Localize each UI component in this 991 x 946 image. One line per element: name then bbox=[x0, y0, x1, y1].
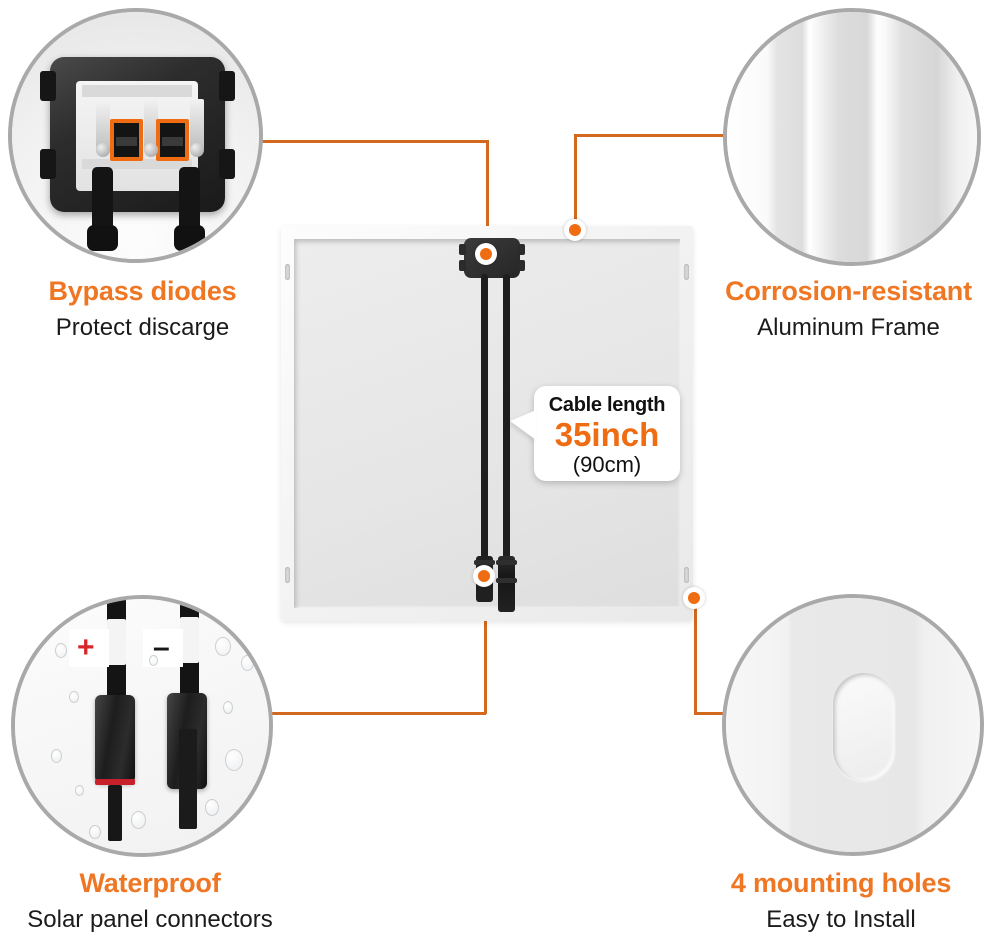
mc4-ring bbox=[474, 560, 495, 565]
junction-box-tab bbox=[518, 244, 525, 255]
callout-tail bbox=[510, 410, 536, 440]
mounting-hole-slot bbox=[833, 673, 895, 781]
water-droplet bbox=[55, 643, 67, 658]
feature-title: 4 mounting holes bbox=[730, 868, 952, 898]
water-droplet bbox=[75, 785, 84, 796]
mc4-connectors-photo: + – bbox=[15, 599, 269, 853]
water-droplet bbox=[51, 749, 62, 763]
connector-line-mounting-vertical bbox=[694, 598, 697, 714]
polarity-negative-label: – bbox=[153, 631, 170, 664]
water-droplet bbox=[215, 637, 231, 656]
connector-line-bypass-horizontal bbox=[90, 140, 488, 143]
connector-line-waterproof-vertical bbox=[484, 576, 487, 714]
polarity-backdrop-positive bbox=[69, 629, 109, 667]
marker-junction-box bbox=[475, 243, 497, 265]
junction-box-clip bbox=[40, 149, 56, 179]
junction-box-clip bbox=[219, 71, 235, 101]
water-droplet bbox=[223, 701, 233, 714]
terminal-screw-2 bbox=[144, 143, 158, 157]
mounting-hole-photo bbox=[726, 598, 980, 852]
cable-length-callout: Cable length 35inch (90cm) bbox=[510, 386, 680, 481]
cable-sleeve-negative bbox=[180, 617, 199, 663]
feature-subtitle: Aluminum Frame bbox=[757, 313, 940, 341]
bypass-diode-2 bbox=[156, 119, 189, 161]
feature-title: Waterproof bbox=[79, 868, 221, 898]
water-droplet bbox=[89, 825, 101, 839]
feature-image-mounting-holes bbox=[722, 594, 984, 856]
junction-box-clip bbox=[40, 71, 56, 101]
polarity-positive-label: + bbox=[77, 631, 95, 664]
mc4-connector-female bbox=[95, 695, 135, 783]
busbar bbox=[82, 159, 192, 169]
mounting-slot-top-right bbox=[684, 264, 689, 280]
terminal-clip-2 bbox=[144, 99, 158, 151]
water-droplet bbox=[149, 655, 158, 666]
junction-box-tab bbox=[459, 244, 466, 255]
panel-mc4-connector-male bbox=[496, 556, 517, 612]
mounting-slot-bottom-right bbox=[684, 567, 689, 583]
mc4-tip-negative bbox=[179, 729, 197, 829]
junction-box-housing bbox=[40, 57, 235, 251]
feature-label-waterproof: Waterproof Solar panel connectors bbox=[0, 868, 300, 935]
panel-junction-box bbox=[459, 238, 525, 278]
water-droplet bbox=[241, 655, 254, 671]
mc4-ring bbox=[496, 560, 517, 565]
feature-label-bypass-diodes: Bypass diodes Protect discarge bbox=[0, 276, 285, 343]
junction-box-tab bbox=[518, 260, 525, 271]
terminal-screw-3 bbox=[190, 143, 204, 157]
feature-subtitle: Protect discarge bbox=[55, 313, 230, 341]
feature-image-bypass-diodes bbox=[8, 8, 263, 263]
feature-subtitle: Easy to Install bbox=[766, 905, 916, 933]
mc4-ring bbox=[496, 578, 517, 583]
busbar bbox=[82, 85, 192, 97]
cable-sleeve-positive bbox=[107, 619, 126, 665]
junction-box-clip bbox=[219, 149, 235, 179]
water-droplet bbox=[69, 691, 79, 703]
water-droplet bbox=[225, 749, 243, 771]
mounting-slot-top-left bbox=[285, 264, 290, 280]
marker-aluminum-frame bbox=[564, 219, 586, 241]
feature-title: Bypass diodes bbox=[48, 276, 237, 306]
aluminum-frame-photo bbox=[727, 12, 977, 262]
panel-cable-positive bbox=[481, 274, 488, 564]
terminal-clip-1 bbox=[96, 101, 110, 153]
connector-line-frame-vertical bbox=[574, 134, 577, 230]
bypass-diode-1 bbox=[110, 119, 143, 161]
mc4-tip-positive bbox=[108, 785, 122, 841]
feature-subtitle: Solar panel connectors bbox=[27, 905, 273, 933]
marker-connector bbox=[473, 565, 495, 587]
water-droplet bbox=[131, 811, 146, 829]
callout-line-3: (90cm) bbox=[572, 452, 642, 477]
mounting-slot-bottom-left bbox=[285, 567, 290, 583]
junction-box-photo bbox=[12, 12, 259, 259]
feature-label-corrosion-resistant: Corrosion-resistant Aluminum Frame bbox=[706, 276, 991, 343]
cable-gland-2 bbox=[174, 167, 205, 251]
feature-label-mounting-holes: 4 mounting holes Easy to Install bbox=[691, 868, 991, 935]
feature-image-corrosion-resistant bbox=[723, 8, 981, 266]
marker-mounting-hole bbox=[683, 587, 705, 609]
connector-line-bypass-vertical bbox=[486, 140, 489, 254]
feature-image-waterproof: + – bbox=[11, 595, 273, 857]
mc4-red-seal bbox=[95, 779, 135, 785]
cable-gland-1 bbox=[87, 167, 118, 251]
panel-cable-negative bbox=[503, 274, 510, 564]
junction-box-tab bbox=[459, 260, 466, 271]
terminal-clip-3 bbox=[190, 99, 204, 151]
water-droplet bbox=[205, 799, 219, 816]
feature-title: Corrosion-resistant bbox=[725, 276, 972, 306]
callout-line-2: 35inch bbox=[554, 416, 660, 453]
callout-line-1: Cable length bbox=[548, 394, 666, 416]
connector-line-waterproof-horizontal bbox=[76, 712, 486, 715]
terminal-screw-1 bbox=[96, 143, 110, 157]
